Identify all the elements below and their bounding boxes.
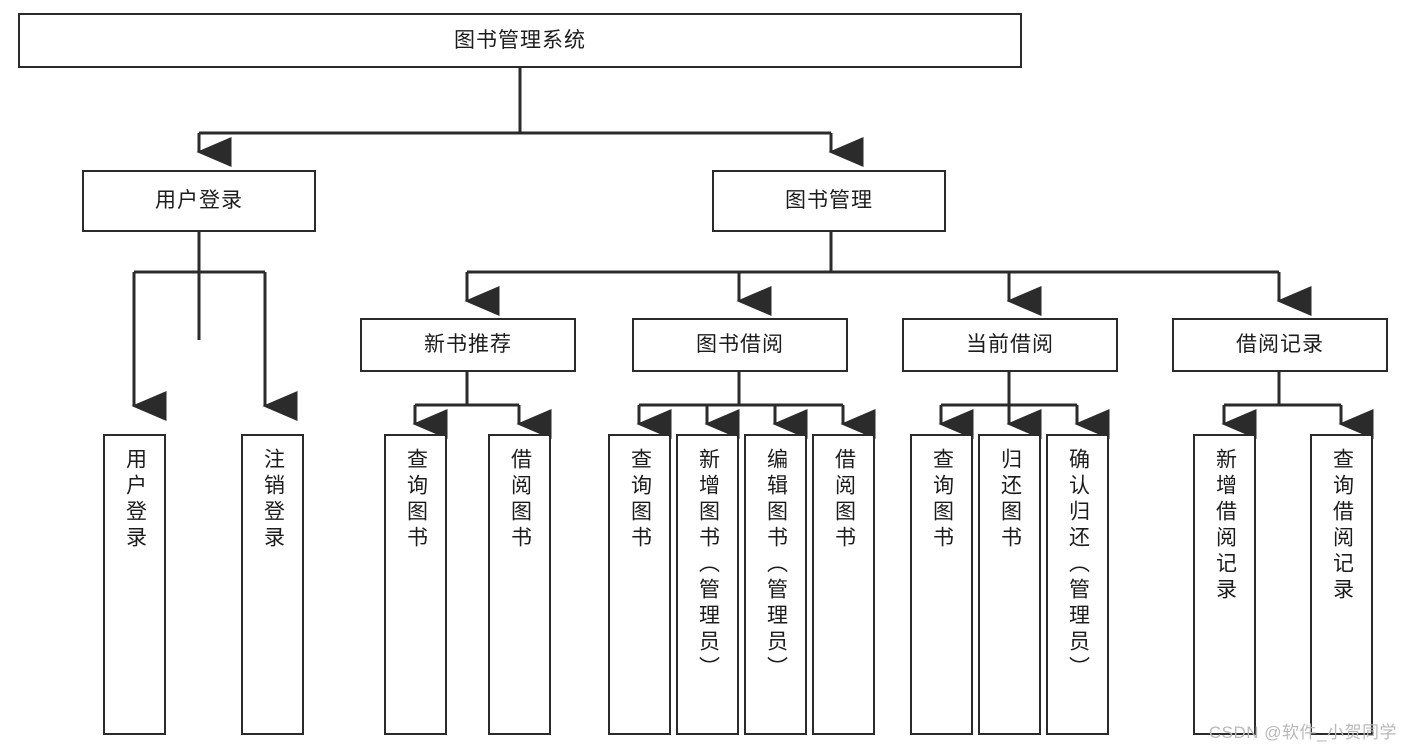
node-label: 新书推荐 <box>424 333 512 357</box>
leaf-current-borrow-confirm-return[interactable]: 确认归还（管理员） <box>1046 434 1109 735</box>
node-borrow-record[interactable]: 借阅记录 <box>1172 318 1388 372</box>
node-user-login[interactable]: 用户登录 <box>82 170 316 232</box>
node-book-borrow[interactable]: 图书借阅 <box>632 318 848 372</box>
node-label: 借阅图书 <box>832 448 856 552</box>
leaf-book-borrow-add[interactable]: 新增图书（管理员） <box>676 434 739 735</box>
leaf-borrow-record-query[interactable]: 查询借阅记录 <box>1310 434 1373 735</box>
node-label: 图书管理 <box>785 189 873 213</box>
leaf-user-login-login[interactable]: 用户登录 <box>103 434 166 735</box>
node-label: 查询图书 <box>628 448 652 552</box>
node-label: 编辑图书（管理员） <box>764 448 788 682</box>
node-label: 新增借阅记录 <box>1213 448 1237 604</box>
node-label: 图书管理系统 <box>454 28 586 52</box>
leaf-new-book-query[interactable]: 查询图书 <box>384 434 447 735</box>
node-label: 查询图书 <box>930 448 954 552</box>
leaf-book-borrow-borrow[interactable]: 借阅图书 <box>812 434 875 735</box>
node-book-management[interactable]: 图书管理 <box>712 170 946 232</box>
node-label: 用户登录 <box>155 189 243 213</box>
leaf-borrow-record-add[interactable]: 新增借阅记录 <box>1193 434 1256 735</box>
node-label: 当前借阅 <box>966 333 1054 357</box>
node-label: 查询图书 <box>404 448 428 552</box>
leaf-book-borrow-query[interactable]: 查询图书 <box>608 434 671 735</box>
node-label: 确认归还（管理员） <box>1066 448 1090 682</box>
leaf-user-login-logout[interactable]: 注销登录 <box>241 434 304 735</box>
leaf-book-borrow-edit[interactable]: 编辑图书（管理员） <box>744 434 807 735</box>
leaf-new-book-borrow[interactable]: 借阅图书 <box>488 434 551 735</box>
node-new-book-recommend[interactable]: 新书推荐 <box>360 318 576 372</box>
node-label: 新增图书（管理员） <box>696 448 720 682</box>
node-label: 图书借阅 <box>696 333 784 357</box>
leaf-current-borrow-query[interactable]: 查询图书 <box>910 434 973 735</box>
csdn-watermark: CSDN @软件_小贺同学 <box>1208 723 1397 742</box>
node-label: 归还图书 <box>998 448 1022 552</box>
node-label: 查询借阅记录 <box>1330 448 1354 604</box>
node-label: 用户登录 <box>123 448 147 552</box>
node-label: 注销登录 <box>261 448 285 552</box>
node-label: 借阅图书 <box>508 448 532 552</box>
leaf-current-borrow-return[interactable]: 归还图书 <box>978 434 1041 735</box>
node-label: 借阅记录 <box>1236 333 1324 357</box>
node-root-system[interactable]: 图书管理系统 <box>18 13 1022 68</box>
node-current-borrow[interactable]: 当前借阅 <box>902 318 1118 372</box>
